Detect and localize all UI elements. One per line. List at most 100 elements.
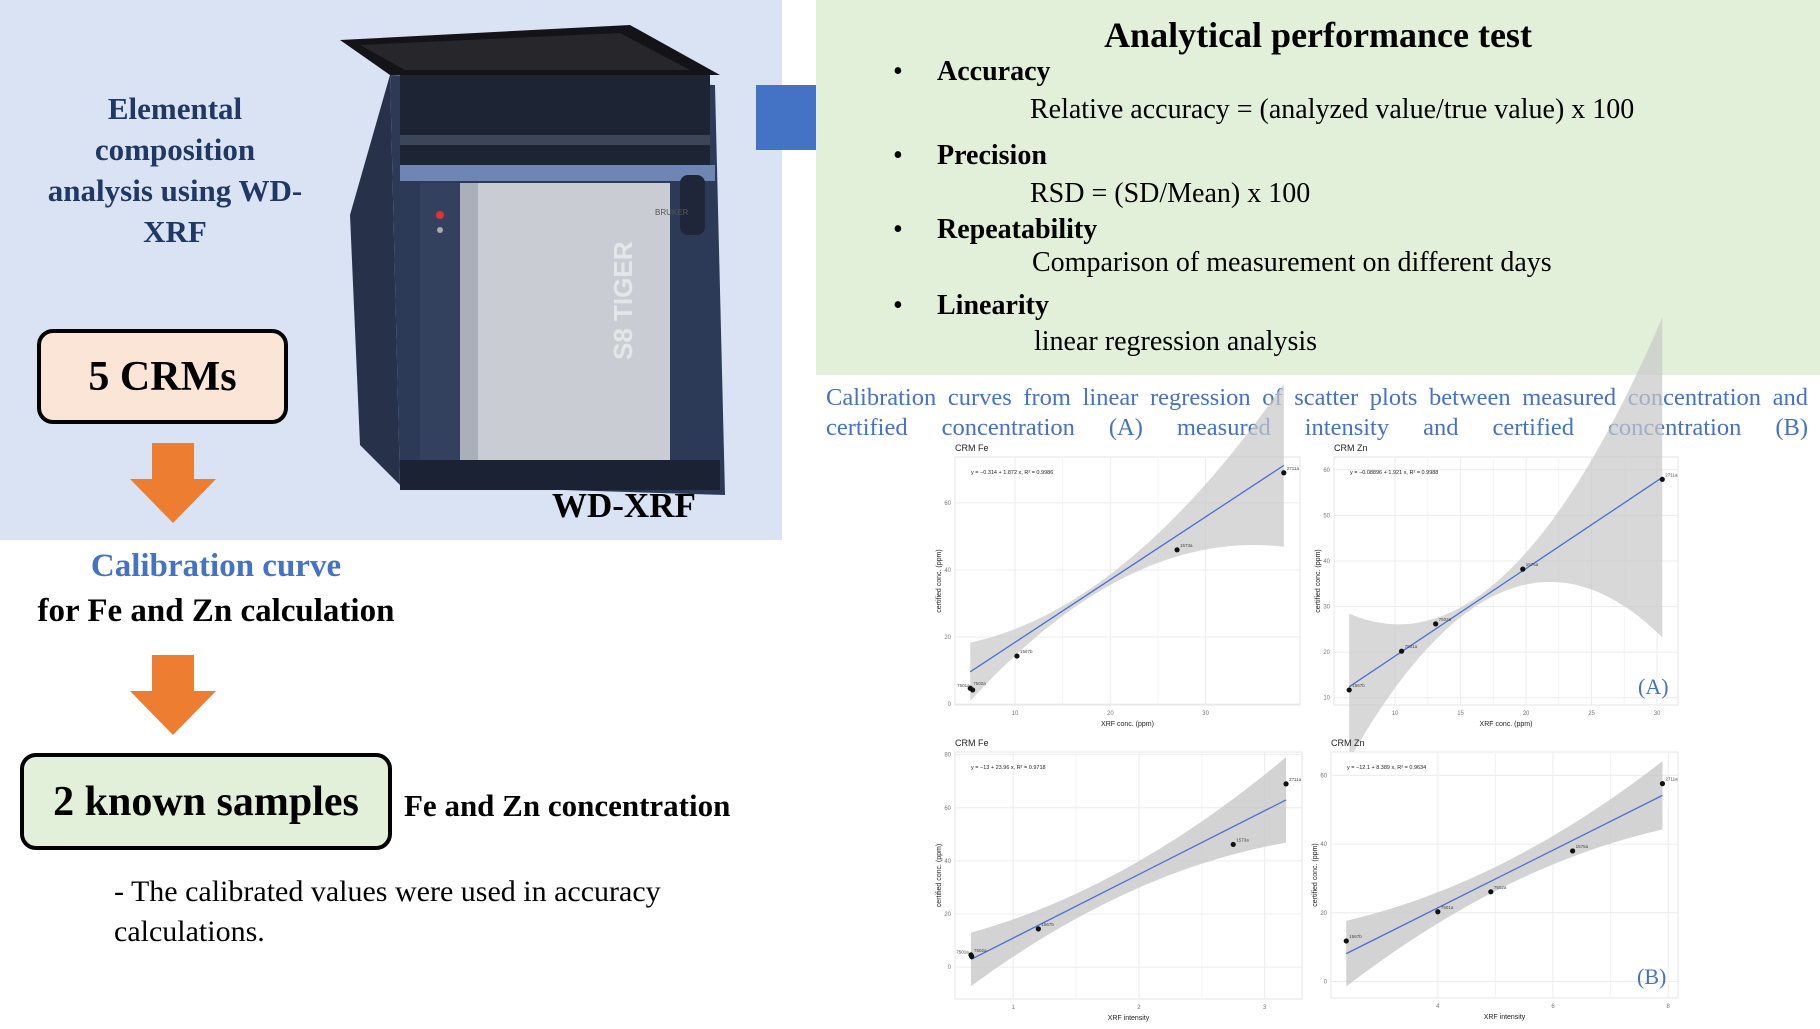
x-tick-label: 1 (1012, 1005, 1016, 1011)
data-point (1281, 470, 1287, 476)
x-tick-label: 30 (1202, 711, 1209, 717)
y-tick-label: 80 (944, 753, 951, 759)
y-tick-label: 20 (1320, 911, 1327, 917)
regression-equation: y = −13 + 23.96 x, R² = 0.9718 (971, 765, 1046, 771)
point-label: 1567b (1352, 683, 1365, 688)
data-point (1174, 547, 1180, 553)
y-tick-label: 40 (944, 859, 951, 865)
point-label: 7502a (1494, 885, 1507, 890)
confidence-band (970, 757, 1287, 987)
data-point (1659, 781, 1666, 787)
data-point (1343, 938, 1349, 944)
point-label: 1567b (1020, 649, 1033, 654)
x-tick-label: 2 (1137, 1005, 1141, 1011)
x-tick-label: 20 (1107, 711, 1114, 717)
panel-tag-a: (A) (1638, 674, 1669, 699)
data-point (970, 687, 976, 693)
y-tick-label: 20 (944, 635, 951, 641)
calibration-note: - The calibrated values were used in acc… (114, 875, 661, 948)
precision-formula: RSD = (SD/Mean) x 100 (1030, 178, 1311, 209)
data-point (1488, 889, 1494, 895)
y-tick-label: 60 (1320, 773, 1327, 779)
y-tick-label: 60 (1323, 468, 1330, 474)
data-point (1346, 687, 1352, 693)
point-label: 1573a (1180, 543, 1193, 548)
accuracy-formula: Relative accuracy = (analyzed value/true… (1030, 94, 1635, 125)
point-label: 7502a (974, 948, 987, 953)
bullet-icon: • (893, 214, 903, 245)
x-tick-label: 8 (1667, 1004, 1671, 1010)
known-samples-box: 2 known samples (20, 753, 392, 850)
data-point (1433, 621, 1439, 627)
regression-equation: y = −0.08896 + 1.921 x, R² = 0.9988 (1350, 470, 1438, 476)
chart-title: CRM Zn (1331, 738, 1365, 748)
x-axis-label: XRF intensity (1484, 1014, 1526, 1021)
point-label: 2711a (1665, 472, 1678, 477)
down-arrow-icon (130, 443, 216, 523)
x-tick-label: 20 (1523, 711, 1530, 717)
bullet-icon: • (893, 56, 903, 87)
confidence-band (1349, 317, 1663, 760)
y-tick-label: 20 (944, 912, 951, 918)
regression-line (970, 799, 1287, 960)
calibration-subheading: for Fe and Zn calculation (37, 593, 395, 629)
y-tick-label: 10 (1323, 696, 1330, 702)
data-point (1659, 476, 1665, 482)
x-axis-label: XRF intensity (1108, 1015, 1150, 1022)
precision-label: Precision (937, 140, 1047, 171)
y-tick-label: 40 (944, 568, 951, 574)
chart-title: CRM Fe (955, 443, 989, 453)
chart-title: CRM Fe (955, 738, 989, 748)
point-label: 2711a (1665, 777, 1678, 782)
x-tick-label: 4 (1436, 1004, 1440, 1010)
bullet-icon: • (893, 140, 903, 171)
crm-box: 5 CRMs (37, 329, 288, 424)
regression-equation: y = −12.1 + 8.389 x, R² = 0.9634 (1347, 765, 1426, 771)
x-axis-label: XRF conc. (ppm) (1480, 721, 1533, 728)
y-tick-label: 0 (1324, 980, 1328, 986)
point-label: 2711a (1289, 777, 1302, 782)
point-label: 7502a (973, 681, 986, 686)
data-point (1570, 848, 1576, 854)
x-axis-label: XRF conc. (ppm) (1101, 721, 1154, 728)
y-tick-label: 40 (1320, 842, 1327, 848)
x-tick-label: 3 (1263, 1005, 1267, 1011)
repeatability-label: Repeatability (937, 214, 1098, 245)
linearity-detail: linear regression analysis (1034, 326, 1318, 357)
data-point (1520, 566, 1526, 572)
point-label: 1567b (1041, 922, 1054, 927)
linearity-label: Linearity (937, 290, 1049, 321)
brand-logo: BRUKER (655, 208, 689, 217)
wd-xrf-instrument-image: BRUKER S8 TIGER (340, 25, 725, 495)
concentration-label: Fe and Zn concentration (404, 788, 731, 823)
data-point (1398, 648, 1405, 654)
data-point (1435, 909, 1441, 915)
x-tick-label: 10 (1392, 711, 1399, 717)
x-tick-label: 30 (1654, 711, 1661, 717)
confidence-band (970, 384, 1284, 701)
point-label: 1575a (1576, 844, 1589, 849)
y-axis-label: certified conc. (ppm) (936, 549, 943, 612)
y-tick-label: 0 (948, 702, 952, 708)
data-point (1230, 841, 1236, 848)
point-label: 7501a (956, 950, 969, 955)
model-label: S8 TIGER (608, 241, 638, 360)
x-tick-label: 25 (1588, 711, 1595, 717)
front-panel (460, 183, 670, 463)
data-point (1014, 653, 1020, 659)
point-label: 2711a (1287, 466, 1300, 471)
data-point (969, 953, 975, 960)
y-tick-label: 50 (1323, 513, 1330, 519)
point-label: 1567b (1349, 934, 1362, 939)
regression-equation: y = −0.314 + 1.872 x, R² = 0.9986 (971, 470, 1053, 476)
y-tick-label: 40 (1323, 559, 1330, 565)
point-label: 7502a (1439, 617, 1452, 622)
performance-panel-background (816, 0, 1820, 375)
data-point (1283, 781, 1289, 787)
x-tick-label: 10 (1012, 711, 1019, 717)
calibration-curve-heading: Calibration curve (90, 548, 342, 584)
down-arrow-icon (130, 655, 216, 735)
